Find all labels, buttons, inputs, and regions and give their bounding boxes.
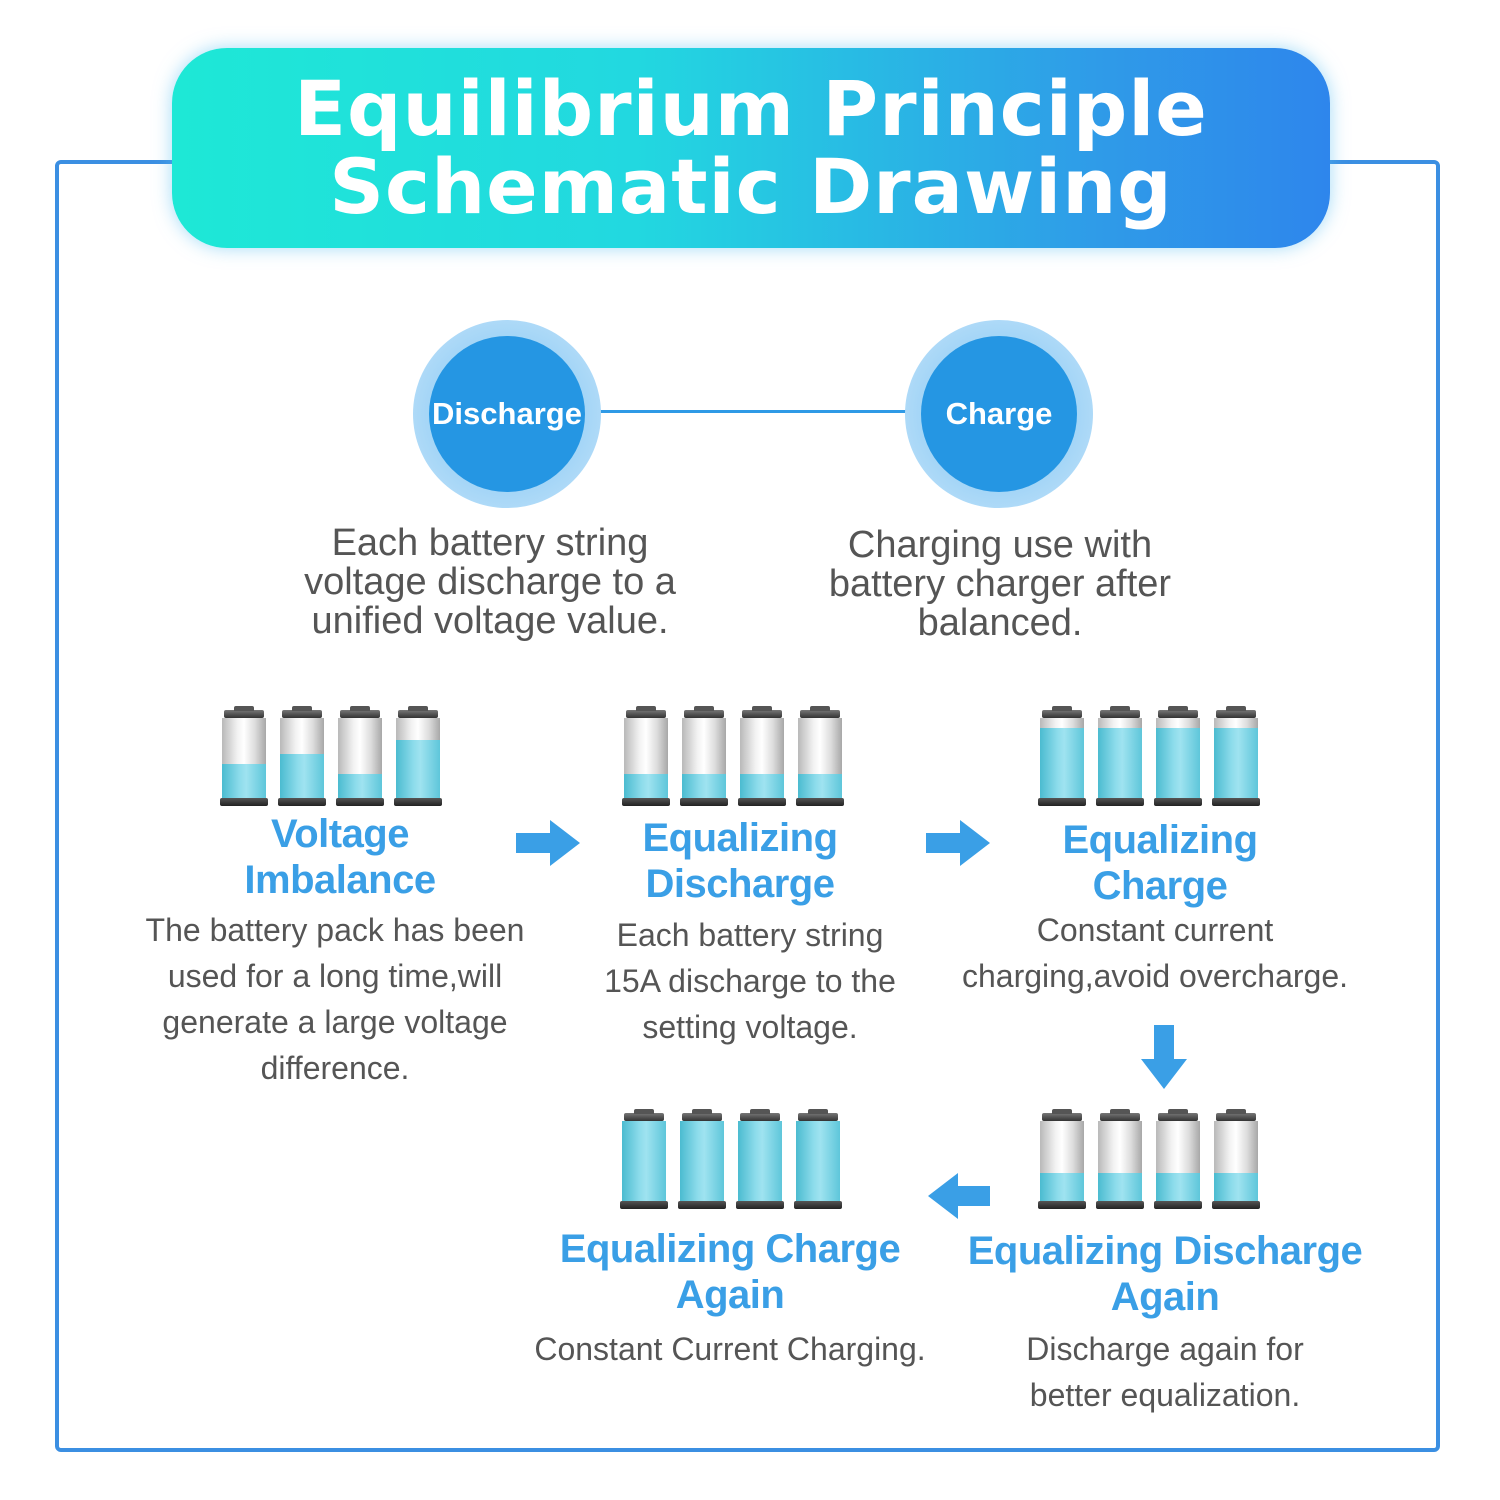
battery-icon [794,1109,842,1209]
step-4-description: Discharge again for better equalization. [1026,1331,1304,1413]
charge-description: Charging use with battery charger after … [828,524,1172,644]
battery-icon [1212,1109,1260,1209]
battery-icon [678,1109,726,1209]
battery-icon [680,706,728,806]
battery-icon [1096,706,1144,806]
mode-connector-line [580,410,925,413]
charge-circle: Charge [905,320,1093,508]
title-line-2: Schematic Drawing [329,142,1173,231]
arrow-down-icon [1141,1025,1187,1089]
battery-group-step-4 [1038,1109,1260,1213]
arrow-left-icon [928,1173,990,1219]
battery-group-step-2 [622,706,844,810]
step-5-title: Equalizing Charge Again [559,1227,901,1317]
title-banner: Equilibrium Principle Schematic Drawing [172,48,1330,248]
battery-icon [1154,706,1202,806]
battery-icon [278,706,326,806]
battery-group-step-3 [1038,706,1260,810]
battery-icon [394,706,442,806]
step-4-title: Equalizing Discharge Again [967,1229,1363,1319]
arrow-right-icon [516,820,580,866]
arrow-right-icon [926,820,990,866]
battery-icon [220,706,268,806]
battery-icon [736,1109,784,1209]
battery-group-step-5 [620,1109,842,1213]
step-2-title: Equalizing Discharge [642,816,839,906]
battery-icon [738,706,786,806]
charge-label: Charge [945,396,1053,431]
battery-icon [1038,706,1086,806]
battery-icon [336,706,384,806]
battery-icon [622,706,670,806]
title-line-1: Equilibrium Principle [294,64,1208,153]
step-2-description: Each battery string 15A discharge to the… [604,917,896,1045]
battery-icon [1038,1109,1086,1209]
step-3-description: Constant current charging,avoid overchar… [961,912,1348,994]
battery-icon [1212,706,1260,806]
discharge-circle: Discharge [413,320,601,508]
battery-icon [1096,1109,1144,1209]
step-3-title: Equalizing Charge [1062,818,1259,908]
step-1-title: Voltage Imbalance [244,812,436,902]
step-5-description: Constant Current Charging. [534,1331,926,1367]
battery-group-step-1 [220,706,442,810]
discharge-label: Discharge [432,396,582,431]
battery-icon [620,1109,668,1209]
step-1-description: The battery pack has been used for a lon… [145,912,525,1086]
battery-icon [796,706,844,806]
discharge-description: Each battery string voltage discharge to… [304,522,676,642]
battery-icon [1154,1109,1202,1209]
